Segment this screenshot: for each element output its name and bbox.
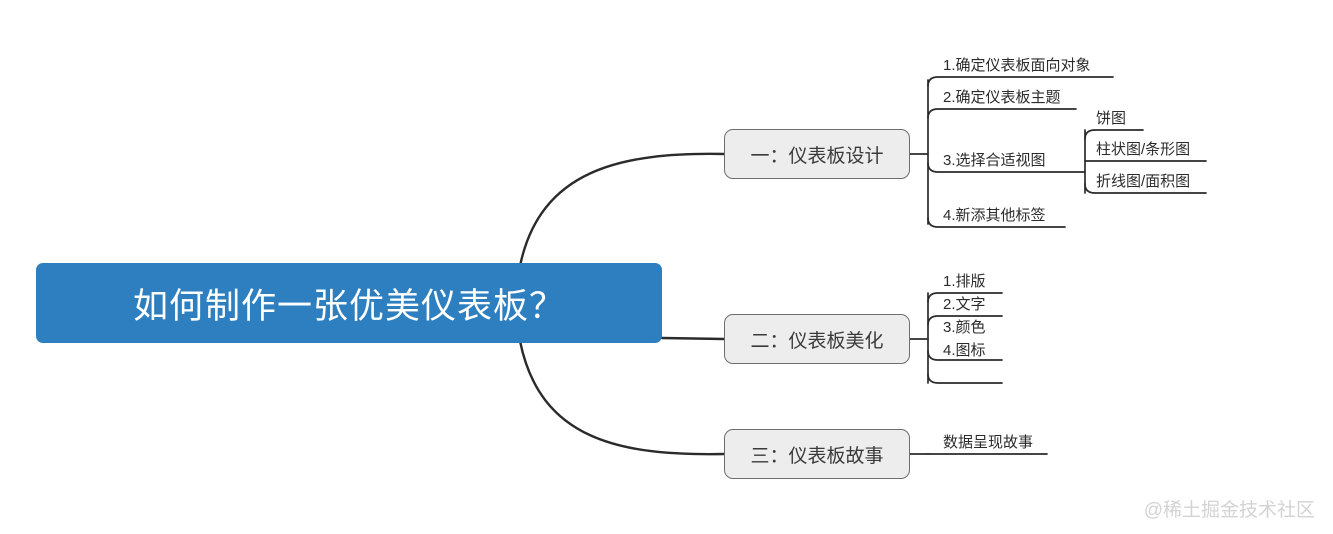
branch-node-2-label: 二：仪表板美化 (750, 330, 884, 352)
leaf-label-1-3[interactable]: 3.选择合适视图 (943, 152, 1046, 169)
branch-node-2[interactable]: 二：仪表板美化 (724, 314, 910, 364)
leaf-label-2-4[interactable]: 4.图标 (943, 342, 986, 359)
branch-node-3[interactable]: 三：仪表板故事 (724, 429, 910, 479)
root-node[interactable]: 如何制作一张优美仪表板？ (36, 263, 662, 343)
leaf-label-1-4[interactable]: 4.新添其他标签 (943, 207, 1046, 224)
branch-node-1[interactable]: 一：仪表板设计 (724, 129, 910, 179)
leaf-label-1-2[interactable]: 2.确定仪表板主题 (943, 89, 1061, 106)
edge-branch-1-leaf-3 (927, 373, 1003, 384)
watermark: @稀土掘金技术社区 (1143, 500, 1315, 521)
subleaf-label-pie-chart[interactable]: 饼图 (1096, 110, 1127, 127)
edge-branch-0-leaf-1 (927, 108, 1077, 119)
subleaf-label-line-chart[interactable]: 折线图/面积图 (1096, 173, 1191, 190)
leaf-label-2-3[interactable]: 3.颜色 (943, 319, 986, 336)
subleaf-label-bar-chart[interactable]: 柱状图/条形图 (1096, 141, 1191, 158)
leaf-label-2-1[interactable]: 1.排版 (943, 273, 986, 290)
edge-root-branch-2 (518, 339, 726, 456)
edge-root-branch-0 (518, 152, 726, 268)
leaf-label-1-1[interactable]: 1.确定仪表板面向对象 (943, 57, 1091, 74)
edge-root-branch-1 (660, 336, 726, 341)
leaf-label-2-2[interactable]: 2.文字 (943, 296, 986, 313)
leaf-label-3-1[interactable]: 数据呈现故事 (943, 434, 1034, 451)
root-node-label: 如何制作一张优美仪表板？ (132, 286, 565, 326)
branch-node-3-label: 三：仪表板故事 (750, 445, 884, 467)
branch-node-1-label: 一：仪表板设计 (750, 145, 884, 167)
edge-branch-0-leaf-0 (927, 76, 1114, 87)
edge-leaf-2-child-0 (1084, 129, 1144, 140)
